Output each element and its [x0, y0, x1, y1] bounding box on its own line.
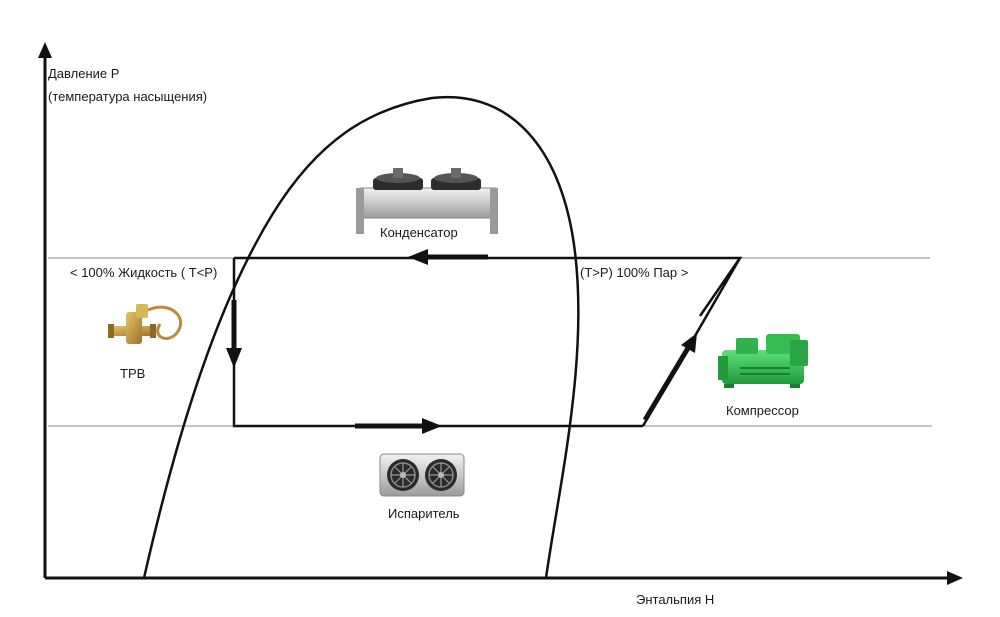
liquid-zone-label: < 100% Жидкость ( T<P) [70, 265, 218, 280]
vapor-zone-label: (T>P) 100% Пар > [580, 265, 689, 280]
evaporation-arrow [355, 418, 442, 434]
condensation-arrow [408, 249, 488, 265]
y-axis-arrowhead [38, 42, 52, 58]
y-axis-label-line2: (температура насыщения) [48, 89, 208, 104]
evaporator-fans-icon [379, 453, 465, 497]
expansion-valve-label: ТРВ [120, 366, 146, 381]
condenser-icon [356, 168, 498, 234]
expansion-arrow [226, 300, 242, 368]
evaporator-label: Испаритель [388, 506, 460, 521]
compressor-label: Компрессор [726, 403, 799, 418]
expansion-valve-icon [108, 304, 183, 344]
y-axis-label-line1: Давление P [48, 66, 120, 81]
condenser-label: Конденсатор [380, 225, 458, 240]
compressor-icon [718, 334, 808, 388]
x-axis-label: Энтальпия H [636, 592, 715, 607]
axes [38, 42, 963, 585]
x-axis-arrowhead [947, 571, 963, 585]
saturation-dome [142, 95, 580, 579]
refrigeration-cycle [232, 256, 743, 428]
compression-arrow [642, 333, 697, 422]
